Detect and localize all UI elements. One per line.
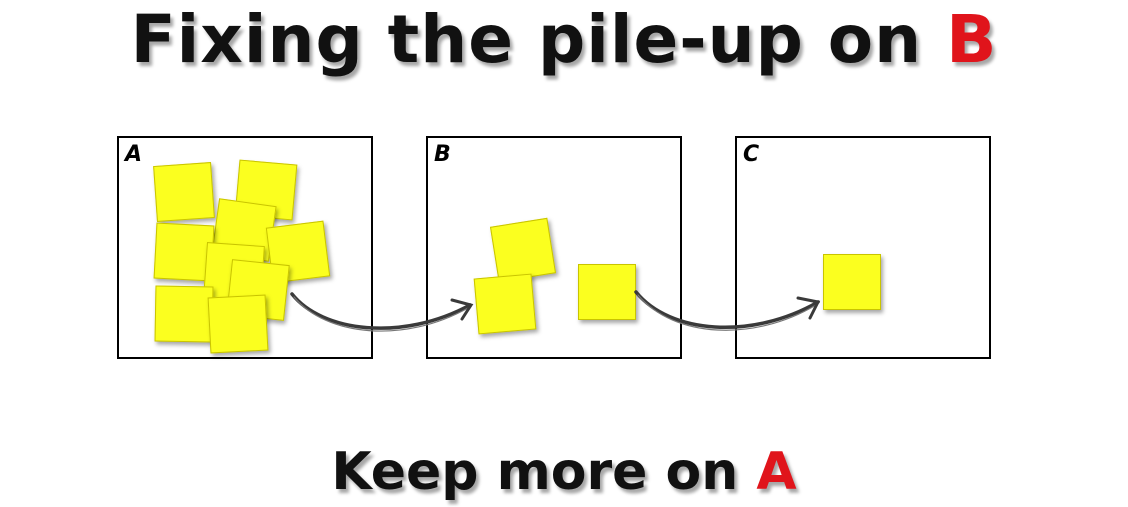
- sticky-note: [823, 254, 881, 310]
- title-highlight: B: [946, 1, 998, 78]
- sticky-note: [207, 294, 269, 354]
- panel-c: C: [735, 136, 991, 359]
- panel-b: B: [426, 136, 682, 359]
- panel-b-label: B: [434, 142, 451, 167]
- panel-a-label: A: [125, 142, 143, 167]
- sticky-note: [154, 285, 214, 343]
- subtitle-text: Keep more on: [331, 442, 757, 502]
- subtitle-highlight: A: [756, 442, 797, 502]
- sticky-note: [578, 264, 636, 320]
- sticky-note: [489, 217, 557, 283]
- title: Fixing the pile-up on B: [0, 2, 1128, 78]
- sticky-note: [473, 273, 537, 335]
- title-text: Fixing the pile-up on: [130, 1, 947, 78]
- subtitle: Keep more on A: [0, 440, 1128, 504]
- sticky-note: [153, 162, 215, 222]
- panel-a: A: [117, 136, 373, 359]
- panel-c-label: C: [743, 142, 760, 167]
